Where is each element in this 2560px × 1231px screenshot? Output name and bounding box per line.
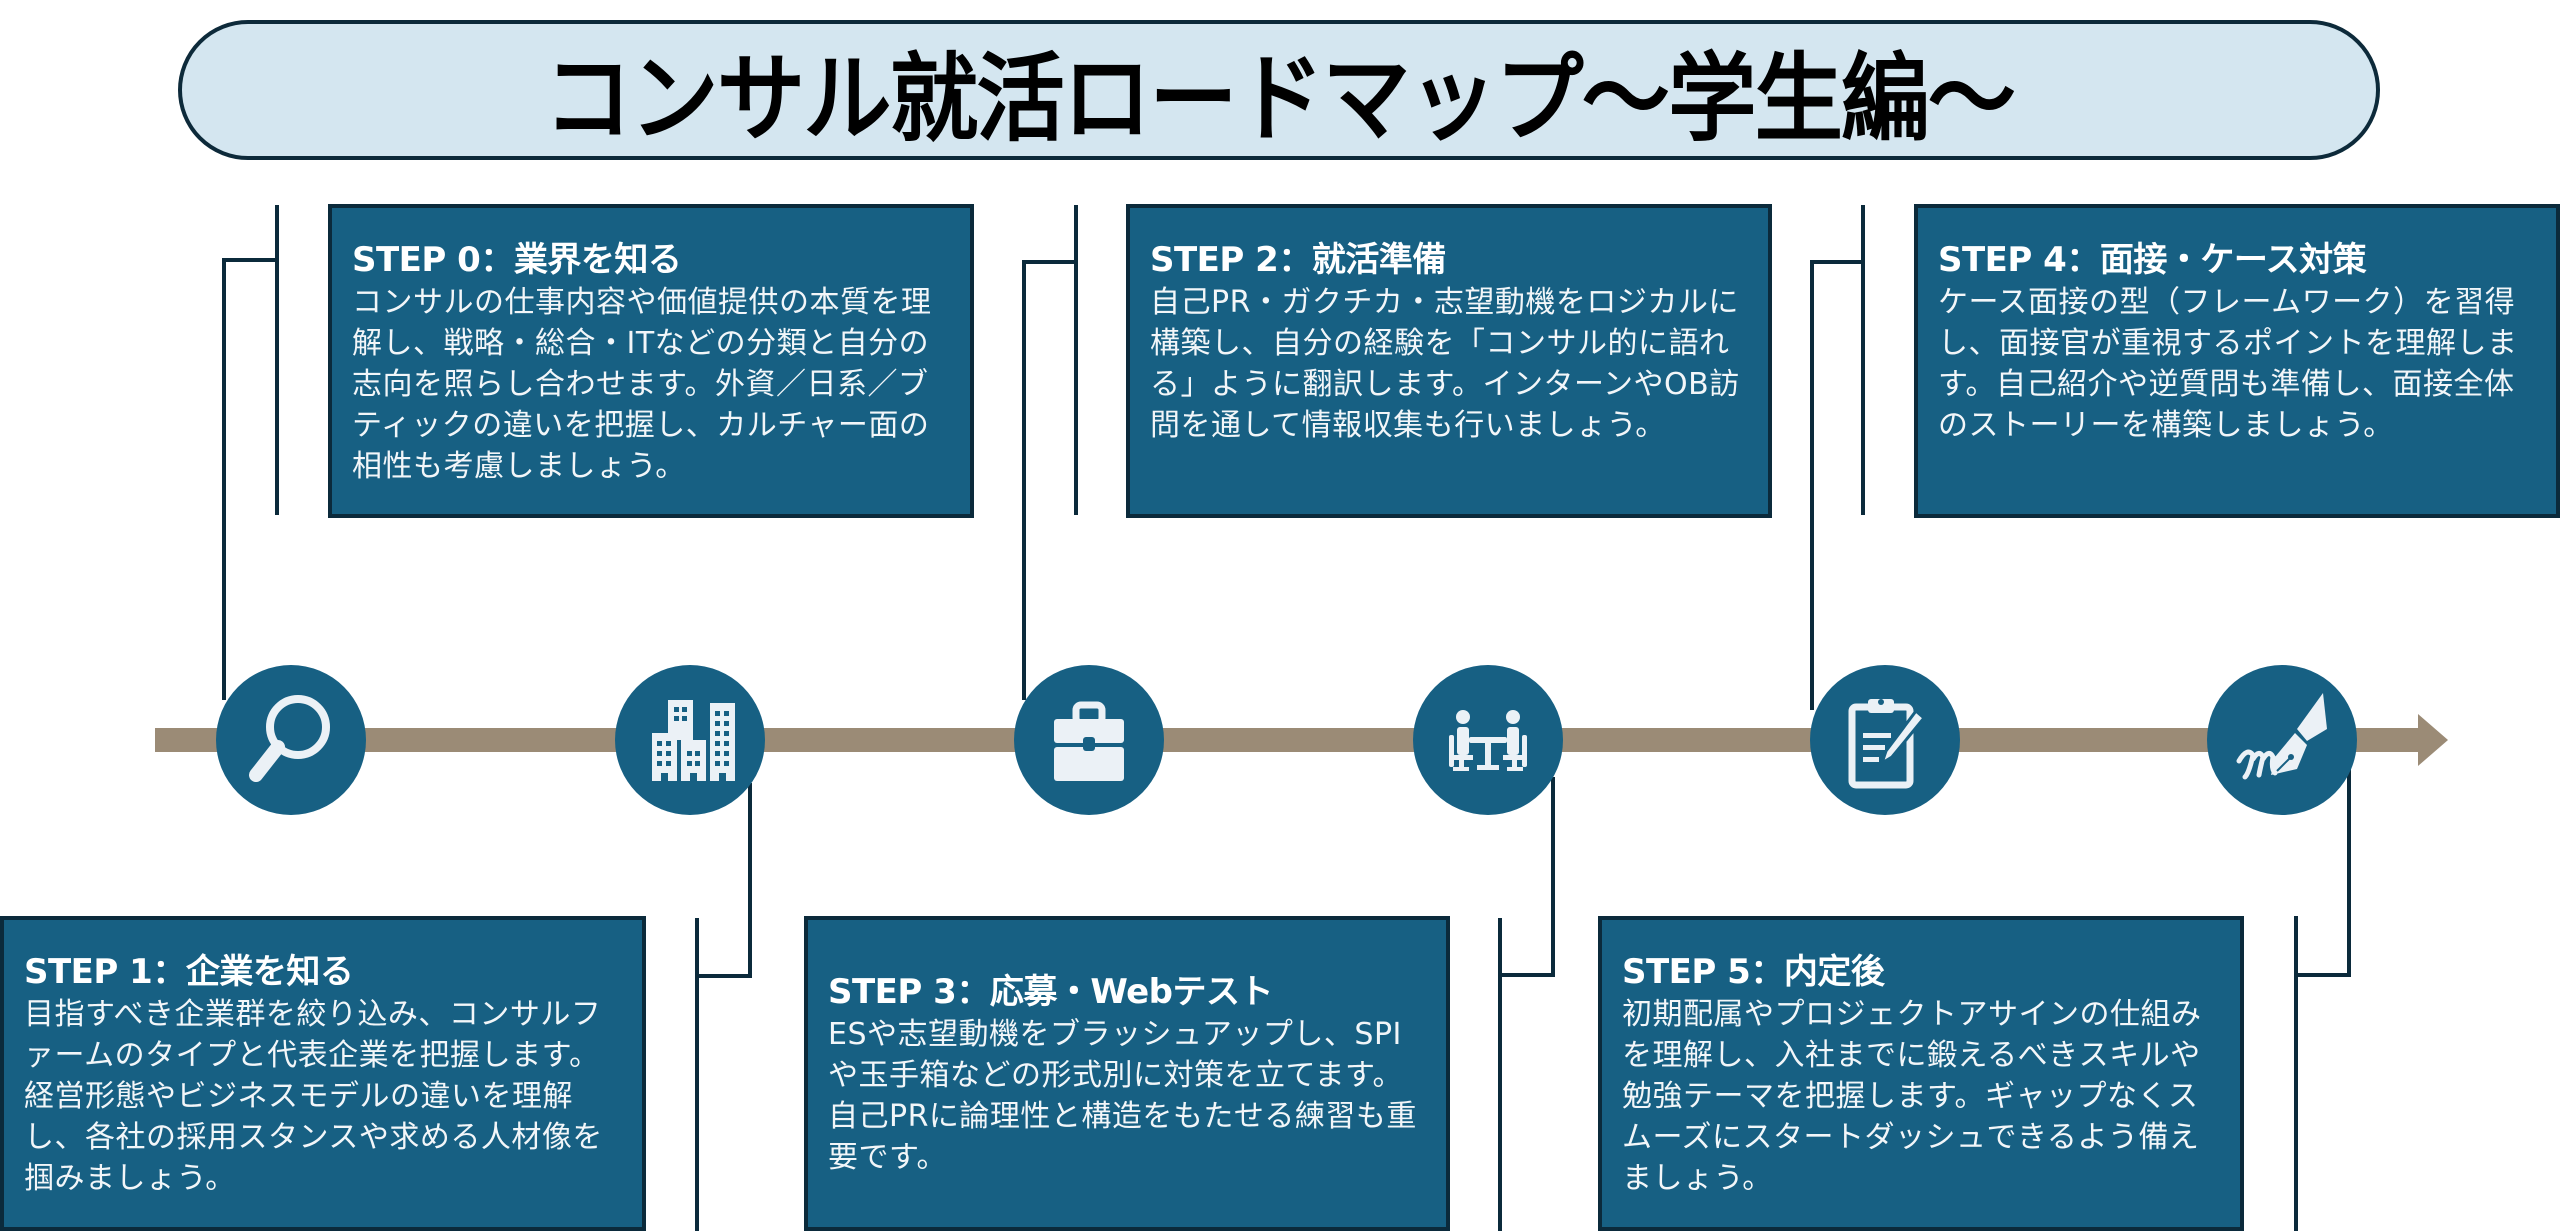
connector-step-1 [695, 918, 699, 1231]
buildings-icon [652, 700, 735, 781]
connector-step-2 [1022, 260, 1026, 700]
connector-step-4 [1810, 260, 1865, 264]
page-title: コンサル就活ロードマップ〜学生編〜 [543, 42, 2016, 155]
timeline-bar [155, 728, 2425, 752]
connector-step-5 [2296, 973, 2351, 977]
step-4-node [1810, 665, 1960, 815]
step-description: 自己PR・ガクチカ・志望動機をロジカルに構築し、自分の経験を「コンサル的に語れる… [1150, 285, 1740, 443]
step-title: STEP 5：内定後 [1622, 952, 1885, 992]
connector-step-0 [222, 258, 279, 262]
step-card-0: STEP 0：業界を知る コンサルの仕事内容や価値提供の本質を理解し、戦略・総合… [328, 204, 974, 518]
step-3-node [1413, 665, 1563, 815]
step-2-node [1014, 665, 1164, 815]
step-card-5: STEP 5：内定後 初期配属やプロジェクトアサインの仕組みを理解し、入社までに… [1598, 916, 2244, 1231]
step-title: STEP 3：応募・Webテスト [828, 972, 1274, 1012]
step-title: STEP 4：面接・ケース対策 [1938, 240, 2367, 280]
title-banner: コンサル就活ロードマップ〜学生編〜 [178, 20, 2380, 160]
step-card-1: STEP 1：企業を知る 目指すべき企業群を絞り込み、コンサルファームのタイプと… [0, 916, 646, 1231]
step-5-node [2207, 665, 2357, 815]
step-title: STEP 2：就活準備 [1150, 240, 1446, 280]
connector-step-2 [1022, 260, 1078, 264]
step-title: STEP 0：業界を知る [352, 240, 682, 280]
connector-step-2 [1074, 205, 1078, 515]
connector-step-4 [1861, 205, 1865, 515]
connector-step-4 [1810, 260, 1814, 710]
step-description: 目指すべき企業群を絞り込み、コンサルファームのタイプと代表企業を把握します。経営… [24, 997, 603, 1196]
clipboard-pencil-icon [1848, 699, 1927, 789]
magnifier-icon [249, 695, 330, 782]
step-1-node [615, 665, 765, 815]
step-card-4: STEP 4：面接・ケース対策 ケース面接の型（フレームワーク）を習得し、面接官… [1914, 204, 2560, 518]
step-description: ケース面接の型（フレームワーク）を習得し、面接官が重視するポイントを理解します。… [1938, 285, 2518, 443]
connector-step-5 [2294, 916, 2298, 1231]
step-description: コンサルの仕事内容や価値提供の本質を理解し、戦略・総合・ITなどの分類と自分の志… [352, 285, 932, 484]
step-title: STEP 1：企業を知る [24, 952, 354, 992]
connector-step-1 [748, 783, 752, 978]
connector-step-5 [2347, 769, 2351, 977]
interview-icon [1449, 710, 1527, 771]
connector-step-3 [1500, 973, 1555, 977]
connector-step-0 [275, 205, 279, 515]
step-description: ESや志望動機をブラッシュアップし、SPIや玉手箱などの形式別に対策を立てます。… [828, 1017, 1417, 1175]
fountain-pen-signature-icon [2236, 693, 2327, 780]
step-description: 初期配属やプロジェクトアサインの仕組みを理解し、入社までに鍛えるべきスキルや勉強… [1622, 997, 2202, 1196]
connector-step-0 [222, 258, 226, 700]
connector-step-3 [1498, 918, 1502, 1231]
step-0-node [216, 665, 366, 815]
step-card-2: STEP 2：就活準備 自己PR・ガクチカ・志望動機をロジカルに構築し、自分の経… [1126, 204, 1772, 518]
connector-step-1 [697, 974, 752, 978]
timeline-arrowhead [2418, 714, 2448, 766]
step-card-3: STEP 3：応募・Webテスト ESや志望動機をブラッシュアップし、SPIや玉… [804, 916, 1450, 1231]
connector-step-3 [1551, 777, 1555, 977]
briefcase-icon [1054, 701, 1124, 781]
